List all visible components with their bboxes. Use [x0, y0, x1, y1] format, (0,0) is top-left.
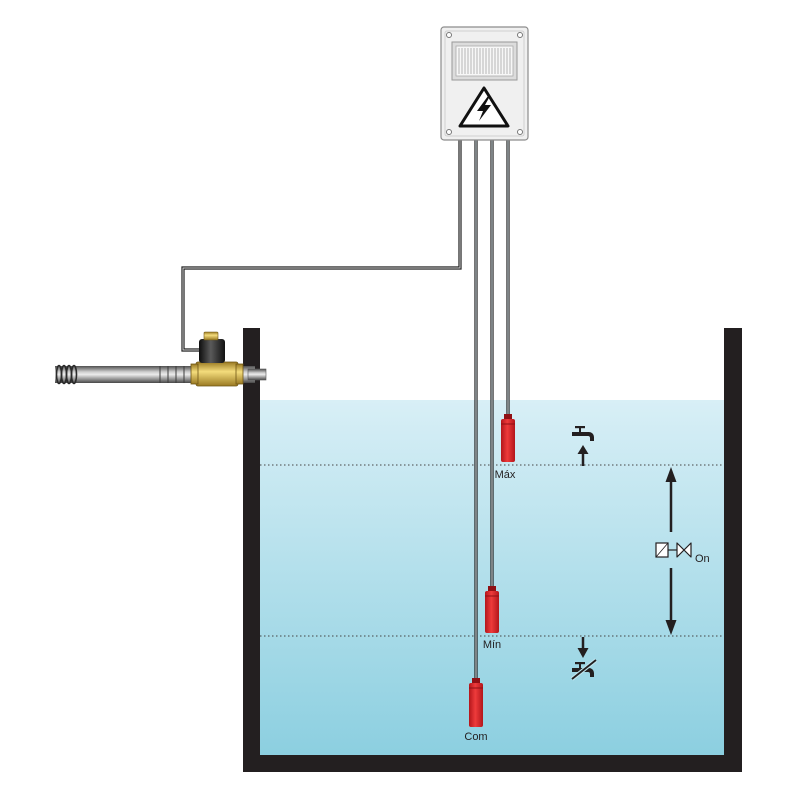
- faucet-open-icon: [572, 426, 594, 441]
- valve-bowtie: [676, 542, 692, 558]
- electrode-common: [469, 678, 483, 727]
- electrode-cap: [472, 678, 480, 684]
- double-arrow-icon: [665, 467, 677, 635]
- electrode-body: [469, 683, 483, 727]
- electrode-cap: [504, 414, 512, 420]
- valve-connector: [203, 331, 219, 341]
- lightning-bolt: [477, 96, 491, 121]
- screw-icon: [446, 129, 452, 135]
- cross-out-line: [571, 659, 597, 680]
- arrow-head-up: [665, 467, 677, 482]
- electrode-min: [485, 586, 499, 633]
- screw-icon: [517, 32, 523, 38]
- vent-slots: [458, 48, 511, 74]
- arrow-head: [577, 648, 589, 658]
- arrow-head: [577, 445, 589, 454]
- electrode-body: [485, 591, 499, 633]
- electrode-body: [501, 419, 515, 462]
- wire-valve: [181, 140, 462, 352]
- arrow-down-icon: [577, 637, 589, 658]
- screw-icon: [446, 32, 452, 38]
- faucet-handle: [575, 426, 585, 429]
- faucet-stem: [579, 428, 581, 432]
- control-box-panel: [444, 30, 525, 137]
- pipe-coil: [55, 364, 78, 385]
- arrow-up-icon: [577, 445, 589, 466]
- pipe-wall-stub: [247, 368, 267, 381]
- electrode-cap: [488, 586, 496, 592]
- valve-actuator: [199, 339, 225, 363]
- pipe-fitting: [159, 366, 185, 383]
- electrode-max: [501, 414, 515, 462]
- coil-ring: [70, 364, 78, 385]
- screw-icon: [517, 129, 523, 135]
- faucet-body: [572, 432, 594, 441]
- coil-diagonal: [655, 542, 669, 558]
- faucet-handle: [575, 662, 585, 665]
- label-common: Com: [464, 731, 487, 743]
- label-min: Mín: [483, 639, 501, 651]
- wire-outer: [181, 140, 462, 352]
- wire-inner: [182, 140, 461, 351]
- label-valve-state: On: [695, 553, 710, 565]
- valve-nut-right: [235, 363, 244, 385]
- control-box: [440, 26, 529, 141]
- faucet-closed-icon: [570, 658, 598, 681]
- faucet-body: [572, 668, 594, 677]
- valve-body: [195, 361, 239, 387]
- high-voltage-warning-icon: [458, 86, 510, 128]
- arrow-head-down: [665, 620, 677, 635]
- label-max: Máx: [495, 469, 516, 481]
- solenoid-valve-symbol-icon: [655, 542, 692, 558]
- faucet-stem: [579, 664, 581, 668]
- valve-nut-left: [190, 363, 199, 385]
- solenoid-valve: [190, 331, 244, 387]
